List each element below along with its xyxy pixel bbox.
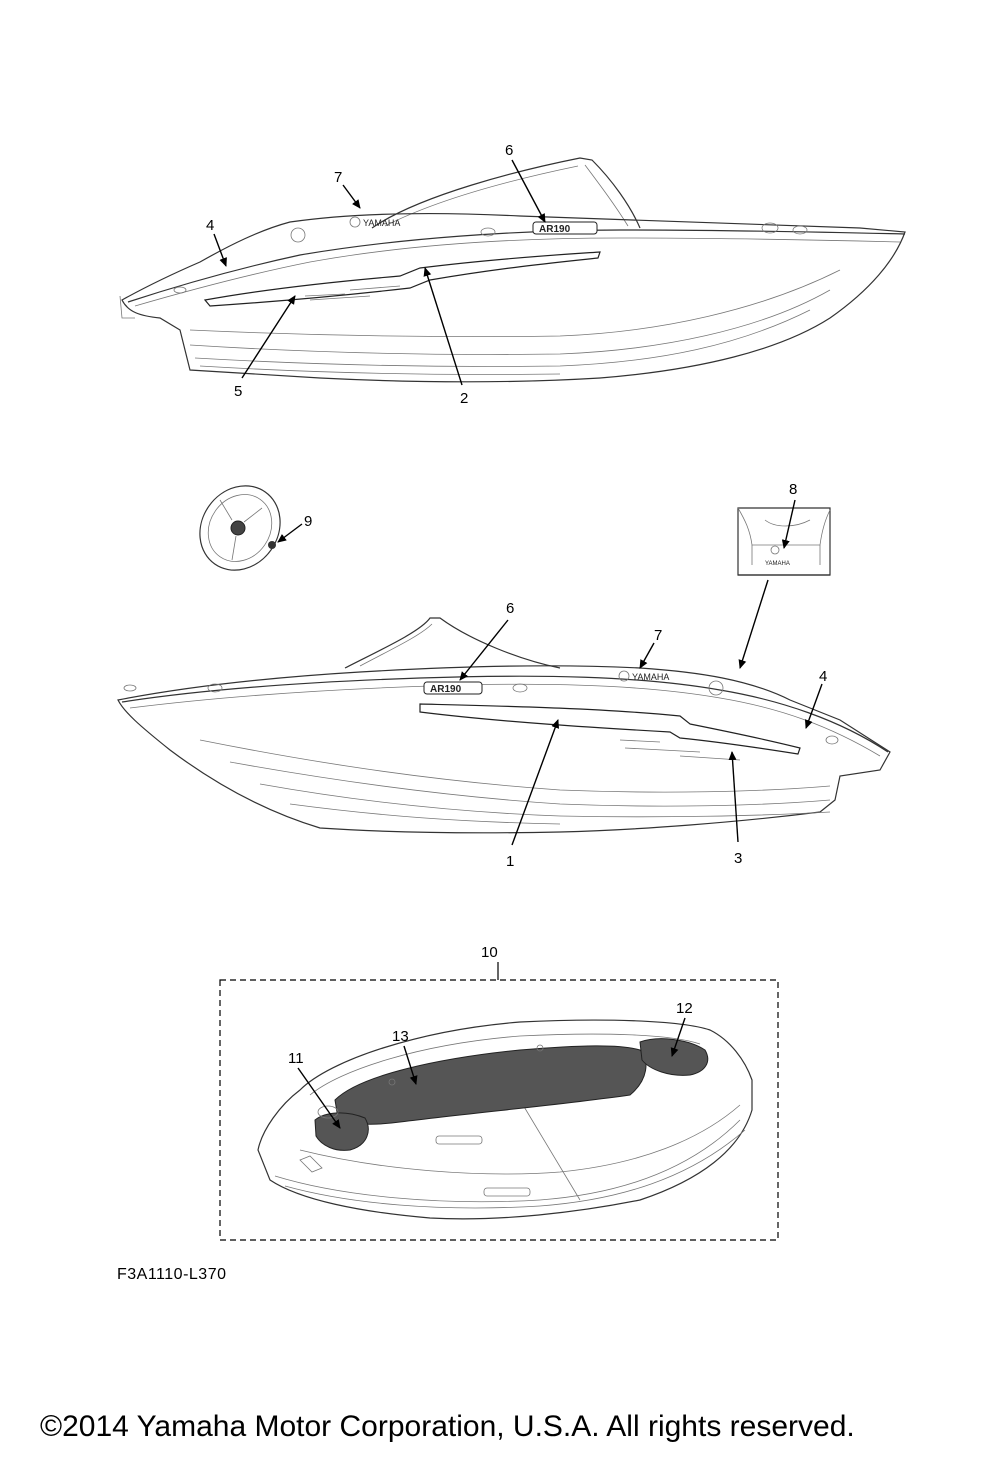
callout-9: 9 (304, 513, 312, 530)
boat-top-view: YAMAHA AR190 (119, 157, 906, 383)
callouts-bottom: 12 13 11 (288, 1000, 693, 1129)
callout-12: 12 (676, 1000, 693, 1017)
callout-5-top: 5 (234, 383, 242, 400)
steering-wheel-detail: 9 (199, 485, 312, 571)
callout-4-top: 4 (206, 217, 214, 234)
callout-11: 11 (288, 1050, 304, 1067)
callout-3-mid: 3 (734, 850, 742, 867)
svg-text:AR190: AR190 (430, 684, 462, 695)
copyright-notice: ©2014 Yamaha Motor Corporation, U.S.A. A… (40, 1410, 855, 1443)
callout-10: 10 (481, 944, 498, 961)
svg-text:AR190: AR190 (539, 224, 571, 235)
hatch-mat-detail: 10 (219, 944, 779, 1241)
drawing-code: F3A1110-L370 (117, 1266, 227, 1283)
svg-text:YAMAHA: YAMAHA (765, 561, 790, 567)
callout-13: 13 (392, 1028, 409, 1045)
callout-6-mid: 6 (506, 600, 514, 617)
callout-4-mid: 4 (819, 668, 827, 685)
svg-text:YAMAHA: YAMAHA (632, 672, 669, 682)
callout-6-top: 6 (505, 142, 513, 159)
callout-1-mid: 1 (506, 853, 514, 870)
callout-2-top: 2 (460, 390, 468, 407)
callouts-top: 7 6 4 5 2 (206, 142, 546, 407)
transom-detail: YAMAHA 8 (737, 481, 831, 669)
boat-mid-view: AR190 YAMAHA (117, 617, 891, 834)
callout-8: 8 (789, 481, 797, 498)
callout-7-mid: 7 (654, 627, 662, 644)
svg-text:YAMAHA: YAMAHA (363, 218, 400, 228)
callouts-mid: 6 7 4 1 3 (459, 600, 827, 870)
callout-7-top: 7 (334, 169, 342, 186)
